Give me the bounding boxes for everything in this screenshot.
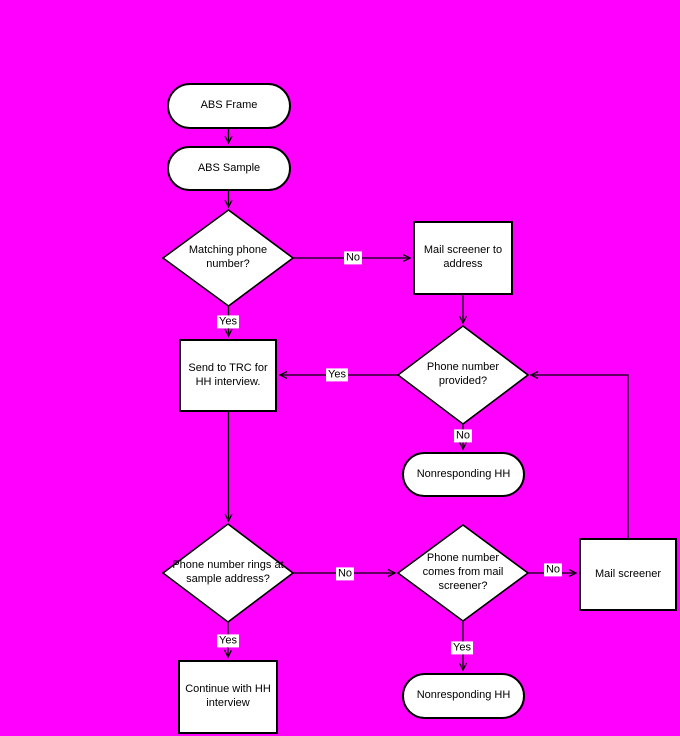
node-continue-with-hh-interview-label: Continue with HH interview — [185, 683, 271, 709]
node-matching-phone-number: Matching phone number? — [173, 234, 283, 282]
node-comes-from-mail-screener: Phone number comes from mail screener? — [418, 545, 508, 601]
node-phone-number-provided-label: Phone number provided? — [426, 361, 500, 387]
edge-label-no-matching-to-mail-screener: No — [343, 251, 363, 265]
decision-phone-number-rings-shape — [161, 522, 295, 624]
decision-comes-from-mail-screener-shape — [396, 524, 530, 622]
node-phone-number-rings-label: Phone number rings at sample address? — [172, 559, 284, 585]
node-phone-number-rings: Phone number rings at sample address? — [169, 549, 287, 597]
edge-label-yes-rings-to-continue: Yes — [217, 634, 239, 648]
edge-label-yes-matching-to-trc: Yes — [217, 315, 239, 329]
node-abs-sample-label: ABS Sample — [197, 161, 261, 174]
node-mail-screener: Mail screener — [579, 538, 677, 611]
edge-label-yes-comes-from-to-nonresponding: Yes — [451, 641, 473, 655]
node-nonresponding-hh-2: Nonresponding HH — [402, 673, 525, 719]
edge-label-yes-provided-to-trc: Yes — [326, 368, 348, 382]
node-continue-with-hh-interview: Continue with HH interview — [178, 660, 278, 734]
node-nonresponding-hh-2-label: Nonresponding HH — [416, 689, 511, 702]
node-abs-frame-label: ABS Frame — [200, 99, 258, 112]
node-phone-number-provided: Phone number provided? — [415, 351, 511, 399]
node-abs-frame: ABS Frame — [167, 83, 291, 129]
edge-mail-screener-to-phone-number-provided — [529, 370, 629, 538]
node-mail-screener-label: Mail screener — [594, 567, 662, 580]
edge-label-no-provided-to-nonresponding: No — [453, 429, 473, 443]
node-nonresponding-hh-1-label: Nonresponding HH — [416, 467, 511, 480]
node-comes-from-mail-screener-label: Phone number comes from mail screener? — [422, 552, 504, 592]
node-send-to-trc-label: Send to TRC for HH interview. — [188, 361, 268, 388]
node-nonresponding-hh-1: Nonresponding HH — [402, 452, 525, 497]
node-mail-screener-to-address-label: Mail screener to address — [423, 244, 503, 270]
edge-label-no-comes-from-to-mail-screener: No — [543, 563, 563, 577]
edge-label-no-rings-to-comes-from: No — [335, 567, 355, 581]
decision-matching-phone-number-shape — [161, 209, 295, 307]
node-mail-screener-to-address: Mail screener to address — [413, 221, 513, 295]
node-send-to-trc: Send to TRC for HH interview. — [179, 339, 277, 412]
decision-phone-number-provided-shape — [396, 324, 530, 426]
node-abs-sample: ABS Sample — [167, 146, 291, 191]
node-matching-phone-number-label: Matching phone number? — [188, 244, 268, 270]
